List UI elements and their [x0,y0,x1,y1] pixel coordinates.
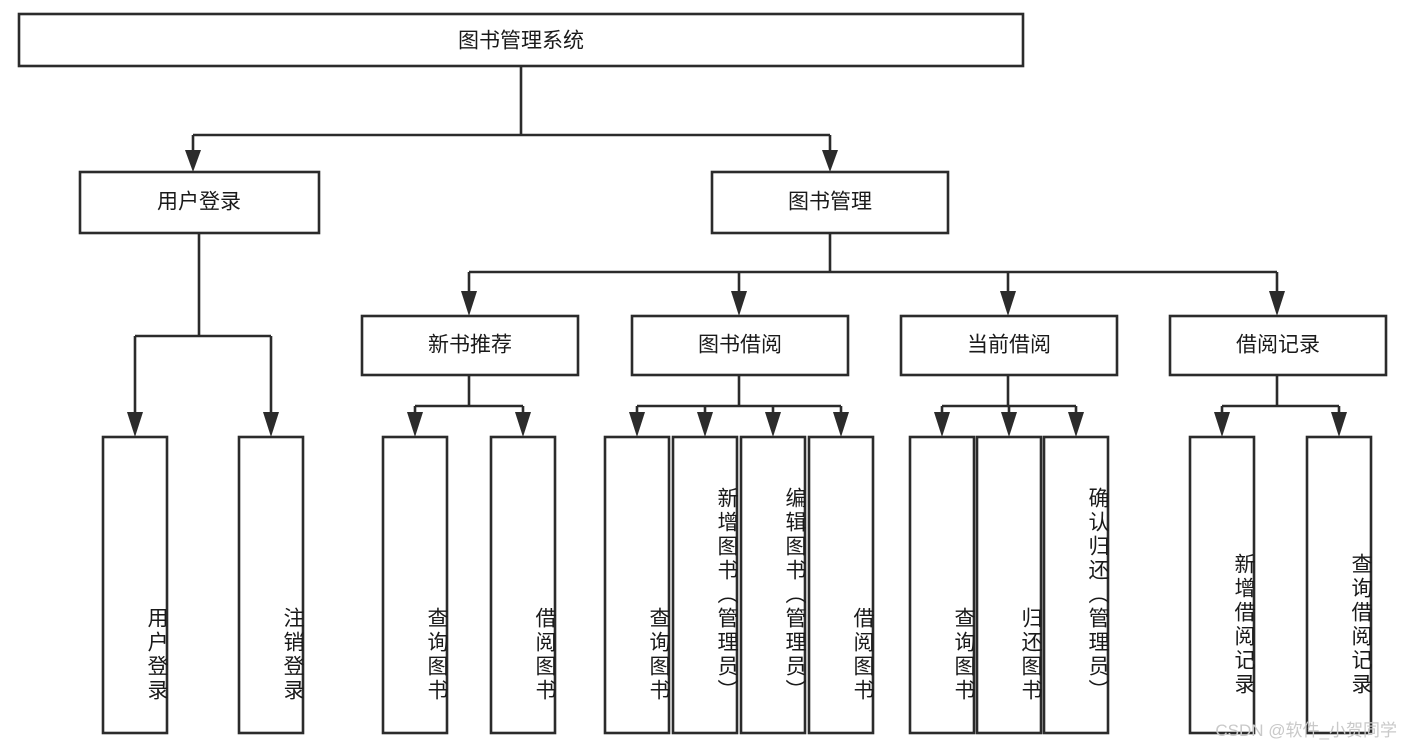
node-borrow-record-label: 借阅记录 [1236,334,1320,357]
connector-group-user-login [127,233,279,437]
connector-group-new-book-recommend [407,375,531,437]
arrow-head-borrow-record [1269,291,1285,316]
arrow-head-leaf-user-login [127,412,143,437]
connector-group-book-borrow [629,375,849,437]
node-book-borrow-box[interactable] [630,314,850,377]
connector-group-root [185,66,838,172]
arrow-head-leaf-confirm-return [1068,412,1084,437]
arrow-head-leaf-borrow-book-1 [515,412,531,437]
node-root-label: 图书管理系统 [458,30,584,53]
arrow-head-book-management [822,150,838,172]
arrow-head-leaf-edit-book [765,412,781,437]
node-leaf-query-book-3-box[interactable] [908,435,976,735]
connector-group-current-borrow [934,375,1084,437]
node-leaf-confirm-return-box[interactable] [1042,435,1110,735]
arrow-head-leaf-borrow-book-2 [833,412,849,437]
node-leaf-user-logout-box[interactable] [237,435,305,735]
node-leaf-edit-book-box[interactable] [739,435,807,735]
connector-group-borrow-record [1214,375,1347,437]
connector-group-book-management [461,233,1285,316]
node-root[interactable]: 图书管理系统 [17,12,1025,68]
node-leaf-user-login-box[interactable] [101,435,169,735]
node-borrow-record-box[interactable] [1168,314,1388,377]
arrow-head-leaf-query-book-3 [934,412,950,437]
arrow-head-leaf-return-book [1001,412,1017,437]
node-leaf-query-book-1-box[interactable] [381,435,449,735]
node-current-borrow-label: 当前借阅 [967,334,1051,357]
arrow-head-leaf-query-record [1331,412,1347,437]
node-leaf-return-book-box[interactable] [975,435,1043,735]
node-book-management-box[interactable] [710,170,950,235]
arrow-head-user-login [185,150,201,172]
arrow-head-new-book-recommend [461,291,477,316]
csdn-watermark: CSDN @软件_小贺同学 [1215,721,1397,740]
arrow-head-leaf-user-logout [263,412,279,437]
arrow-head-current-borrow [1000,291,1016,316]
node-leaf-borrow-book-2-box[interactable] [807,435,875,735]
node-new-book-recommend[interactable]: 新书推荐 [360,314,580,377]
node-user-login[interactable]: 用户登录 [78,170,321,235]
node-root-box[interactable] [17,12,1025,68]
leaf-boxes [101,435,1373,735]
arrow-head-leaf-query-book-2 [629,412,645,437]
node-leaf-add-record-box[interactable] [1188,435,1256,735]
node-current-borrow-box[interactable] [899,314,1119,377]
node-leaf-query-book-2-box[interactable] [603,435,671,735]
arrow-head-leaf-add-record [1214,412,1230,437]
node-book-management-label: 图书管理 [788,191,872,214]
arrow-head-book-borrow [731,291,747,316]
node-leaf-query-record-box[interactable] [1305,435,1373,735]
node-leaf-borrow-book-1-box[interactable] [489,435,557,735]
node-book-borrow[interactable]: 图书借阅 [630,314,850,377]
arrow-head-leaf-query-book-1 [407,412,423,437]
node-book-borrow-label: 图书借阅 [698,334,782,357]
node-leaf-add-book-box[interactable] [671,435,739,735]
node-borrow-record[interactable]: 借阅记录 [1168,314,1388,377]
node-book-management[interactable]: 图书管理 [710,170,950,235]
node-current-borrow[interactable]: 当前借阅 [899,314,1119,377]
arrow-head-leaf-add-book [697,412,713,437]
node-user-login-label: 用户登录 [157,191,241,214]
node-user-login-box[interactable] [78,170,321,235]
node-new-book-recommend-box[interactable] [360,314,580,377]
node-new-book-recommend-label: 新书推荐 [428,334,512,357]
